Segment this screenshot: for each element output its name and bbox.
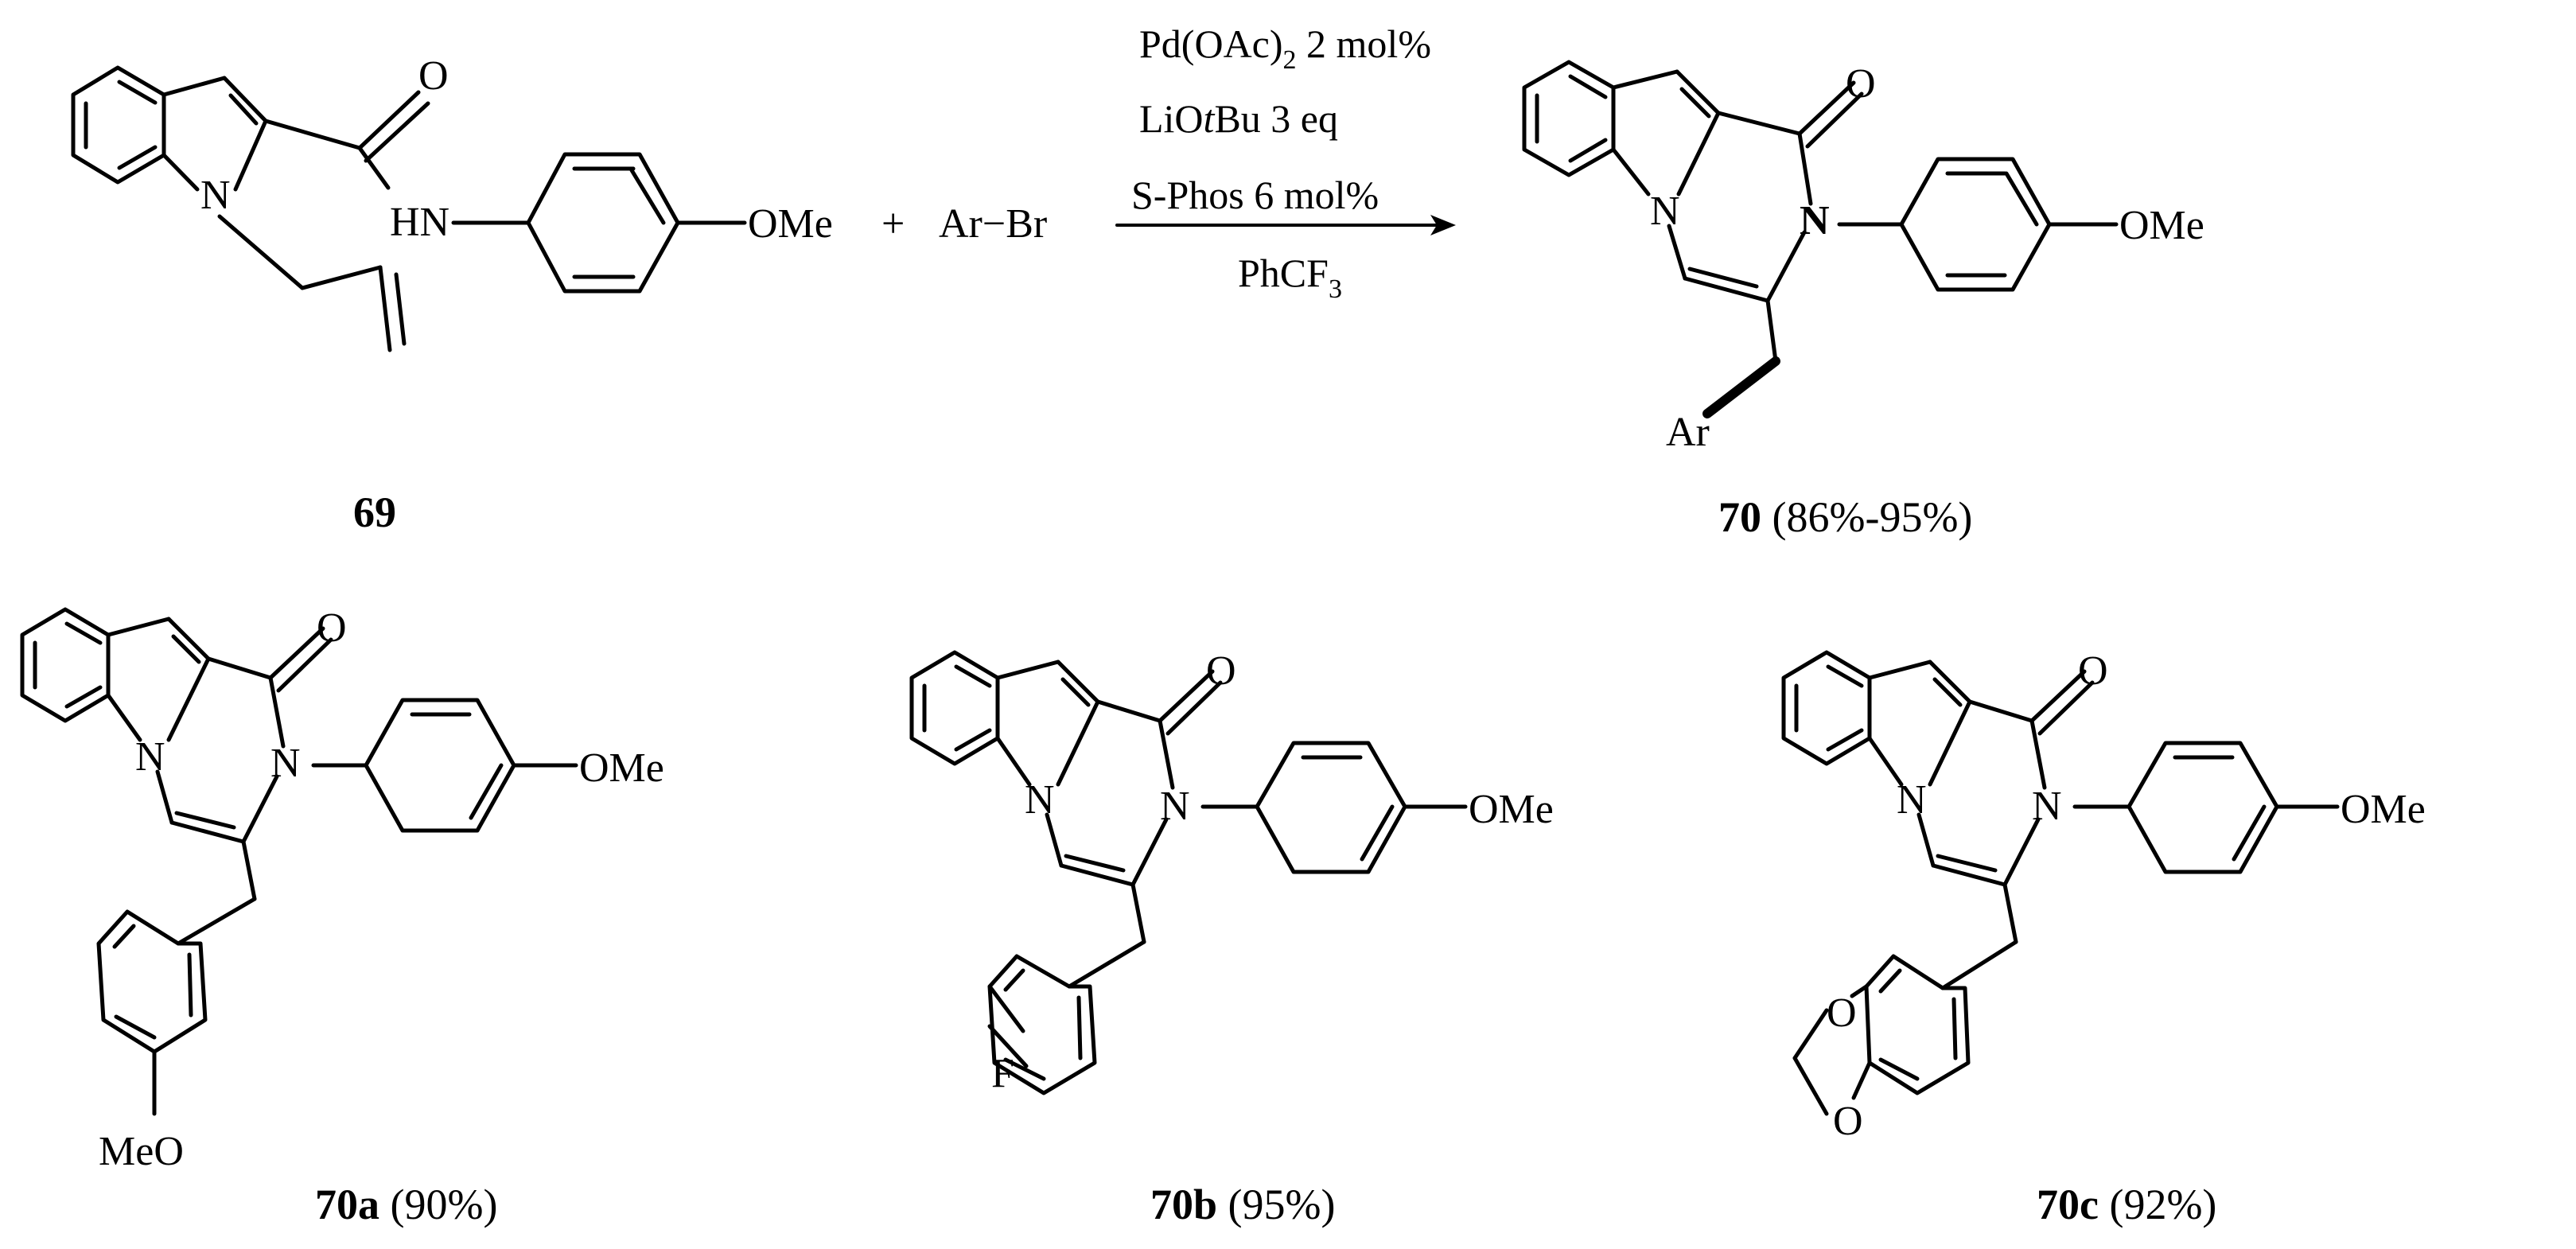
- atom-ar-70: Ar: [1666, 410, 1710, 455]
- anisyl-ring-70: [1837, 157, 2119, 292]
- atom-n-ring-70a: N: [135, 734, 165, 780]
- tricyclic-core-70c: [1781, 650, 2095, 887]
- condition-solvent: PhCF3: [1238, 251, 1342, 304]
- atom-o-70a: O: [317, 605, 347, 651]
- atom-n-indole: N: [200, 173, 231, 218]
- atom-f-70b: F: [991, 1051, 1014, 1096]
- condition-catalyst: Pd(OAc)2 2 mol%: [1139, 21, 1431, 75]
- atom-n-ring-70c: N: [1897, 777, 1927, 823]
- atom-ome-70: OMe: [2119, 203, 2204, 248]
- atom-o2-70c: O: [1833, 1099, 1863, 1144]
- compound-label-70a: 70a (90%): [315, 1181, 497, 1228]
- atom-o-70b: O: [1206, 648, 1236, 694]
- aryl-ring-70b: [1200, 741, 1468, 874]
- atom-o-carbonyl: O: [418, 53, 449, 99]
- atom-n-ring-70b: N: [1025, 777, 1055, 823]
- example-70a: O N N OMe MeO 70a (90%): [20, 605, 664, 1228]
- atom-o-70c: O: [2078, 648, 2108, 694]
- atom-n-amide-70b: N: [1160, 784, 1190, 829]
- reactant-69: N O HN OMe 69: [71, 53, 833, 536]
- benzyl-ring-70b: [987, 882, 1146, 1095]
- atom-o-70: O: [1846, 61, 1876, 107]
- tricyclic-core-70b: [909, 650, 1223, 887]
- plus-sign: +: [881, 201, 905, 247]
- reaction-conditions: Pd(OAc)2 2 mol% LiOtBu 3 eq S-Phos 6 mol…: [1115, 21, 1456, 304]
- atom-n-amide-70: N: [1800, 198, 1830, 243]
- anisyl-ring-69: [451, 152, 747, 294]
- atom-ome-70a: OMe: [579, 745, 664, 791]
- allyl-chain: [217, 214, 407, 352]
- atom-n-amide-70c: N: [2032, 784, 2062, 829]
- aryl-ring-70a: [311, 698, 578, 833]
- tricyclic-core-70: [1522, 60, 1864, 303]
- compound-label-69: 69: [353, 488, 396, 536]
- atom-meo-70a: MeO: [99, 1129, 184, 1174]
- example-70c: O N N OMe O O 70c (92%): [1781, 648, 2426, 1228]
- aryl-bromide: Ar−Br: [939, 201, 1047, 247]
- atom-ome-69: OMe: [748, 201, 833, 247]
- example-70b: O N N OMe F 70b (95%): [909, 648, 1554, 1228]
- atom-ome-70b: OMe: [1469, 787, 1554, 832]
- product-70: O N N Ar OMe 70 (86%-95%): [1522, 60, 2204, 541]
- atom-o1-70c: O: [1827, 990, 1857, 1036]
- arrow-head: [1430, 215, 1456, 235]
- aryl-ring-70c: [2072, 741, 2340, 874]
- benzyl-ring-70a: [96, 839, 257, 1116]
- condition-base: LiOtBu 3 eq: [1139, 96, 1338, 141]
- atom-n-amide-70a: N: [270, 741, 301, 786]
- compound-label-70: 70 (86%-95%): [1718, 493, 1972, 541]
- tricyclic-core-70a: [20, 607, 333, 844]
- atom-ome-70c: OMe: [2341, 787, 2426, 832]
- compound-label-70b: 70b (95%): [1150, 1181, 1336, 1228]
- atom-n-ring-70: N: [1650, 189, 1680, 234]
- indole-ring-69: [71, 65, 268, 192]
- condition-ligand: S-Phos 6 mol%: [1131, 173, 1379, 217]
- benzodioxole-ring-70c: [1792, 882, 2018, 1116]
- compound-label-70c: 70c (92%): [2037, 1181, 2216, 1228]
- amide-group: [263, 90, 430, 190]
- atom-hn: HN: [390, 200, 449, 245]
